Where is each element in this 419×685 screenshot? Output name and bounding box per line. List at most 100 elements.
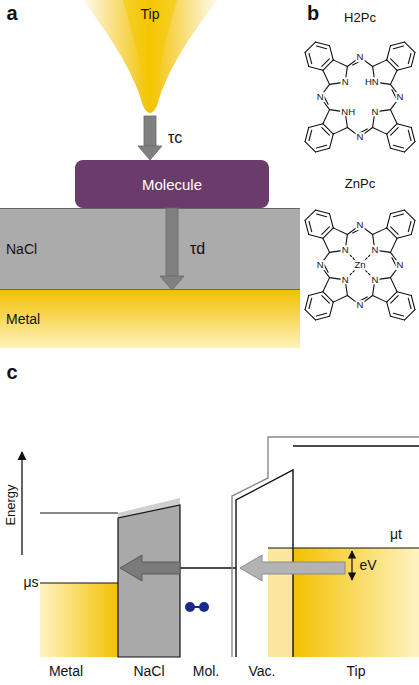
- bond: [397, 67, 411, 71]
- bond: [397, 235, 411, 239]
- panel-letter: b: [307, 3, 319, 23]
- bond: [387, 214, 391, 228]
- region-label: Tip: [347, 664, 366, 678]
- bond: [333, 60, 347, 67]
- bond: [333, 295, 347, 302]
- bond: [305, 142, 315, 152]
- bond: [316, 313, 326, 316]
- atom-label: N: [356, 220, 365, 230]
- level-label: μs: [23, 575, 38, 589]
- bond: [391, 59, 398, 66]
- tip-core: [123, 0, 177, 107]
- bond: [387, 302, 391, 316]
- atom-label: N: [316, 92, 325, 102]
- metal-layer: Metal: [0, 290, 300, 348]
- bond: [323, 238, 330, 252]
- bond: [390, 70, 397, 84]
- node-label: Tip: [141, 6, 160, 22]
- bond: [387, 292, 397, 302]
- bond: [397, 292, 411, 296]
- bond: [393, 313, 403, 316]
- bond: [405, 310, 415, 320]
- molecule-structures: [305, 42, 415, 320]
- transfer-arrow: [138, 116, 162, 160]
- node-label: NaCl: [6, 241, 37, 257]
- molecule-name: ZnPc: [345, 177, 375, 190]
- atom-label: N: [395, 260, 404, 270]
- electron: [199, 602, 209, 612]
- bias-label: eV: [359, 558, 376, 572]
- bond: [323, 110, 330, 124]
- atom-label: HN: [364, 77, 380, 87]
- bond: [390, 42, 404, 46]
- bond: [315, 42, 329, 46]
- bond: [408, 221, 411, 231]
- bond: [305, 127, 309, 141]
- bond: [323, 228, 333, 238]
- bond: [387, 134, 391, 148]
- atom-label: N: [341, 245, 350, 255]
- tip-vacuum-level: [293, 445, 419, 446]
- tunnel-arrow-tip: [240, 555, 345, 581]
- bond: [373, 228, 387, 235]
- bond: [309, 53, 312, 63]
- region-label: Vac.: [249, 664, 276, 678]
- bond: [323, 124, 333, 134]
- atom-label: N: [395, 92, 404, 102]
- atom-label: N: [370, 245, 379, 255]
- bond: [405, 42, 415, 52]
- atom-label: N: [356, 300, 365, 310]
- sample-fermi-level: [40, 582, 118, 583]
- bond: [305, 210, 315, 220]
- bond: [393, 214, 403, 217]
- bond: [390, 316, 404, 320]
- bond: [397, 124, 411, 128]
- node-label: Molecule: [142, 176, 202, 193]
- bond: [323, 292, 333, 302]
- bond: [309, 67, 323, 71]
- bond: [411, 220, 415, 234]
- energy-diagram: [22, 437, 419, 657]
- bond: [373, 295, 387, 302]
- bond: [330, 302, 334, 316]
- bond: [316, 214, 326, 217]
- bond: [323, 278, 330, 292]
- bond: [309, 221, 312, 231]
- bond: [387, 60, 397, 70]
- bond: [391, 227, 398, 234]
- panel-letter: c: [6, 362, 17, 382]
- bond: [315, 148, 329, 152]
- energy-axis: [21, 452, 22, 555]
- bond: [393, 145, 403, 148]
- bias-arrow: [351, 551, 352, 580]
- bond: [309, 298, 312, 308]
- arrow-shaft: [144, 116, 156, 146]
- bond: [322, 128, 329, 135]
- bond: [305, 220, 309, 234]
- atom-label: Zn: [353, 260, 366, 270]
- bond: [373, 127, 387, 134]
- bond: [411, 127, 415, 141]
- bond: [316, 145, 326, 148]
- electron: [185, 602, 195, 612]
- tip-body: [83, 0, 217, 113]
- rate-label: τc: [168, 130, 182, 146]
- atom-label: N: [370, 107, 379, 117]
- bond: [315, 210, 329, 214]
- axis-label: Energy: [4, 484, 17, 525]
- transfer-arrow: [160, 208, 184, 290]
- rate-label: τd: [190, 241, 205, 257]
- bond: [309, 292, 323, 296]
- vacuum-level: [40, 512, 118, 513]
- bond: [315, 316, 329, 320]
- bond: [393, 46, 403, 49]
- tip-cone: Tip: [83, 0, 217, 116]
- bond: [309, 124, 323, 128]
- bond: [391, 296, 398, 303]
- bond: [323, 70, 330, 84]
- bond: [390, 210, 404, 214]
- molecular-level: [180, 567, 236, 569]
- bond: [309, 235, 323, 239]
- bond: [323, 60, 333, 70]
